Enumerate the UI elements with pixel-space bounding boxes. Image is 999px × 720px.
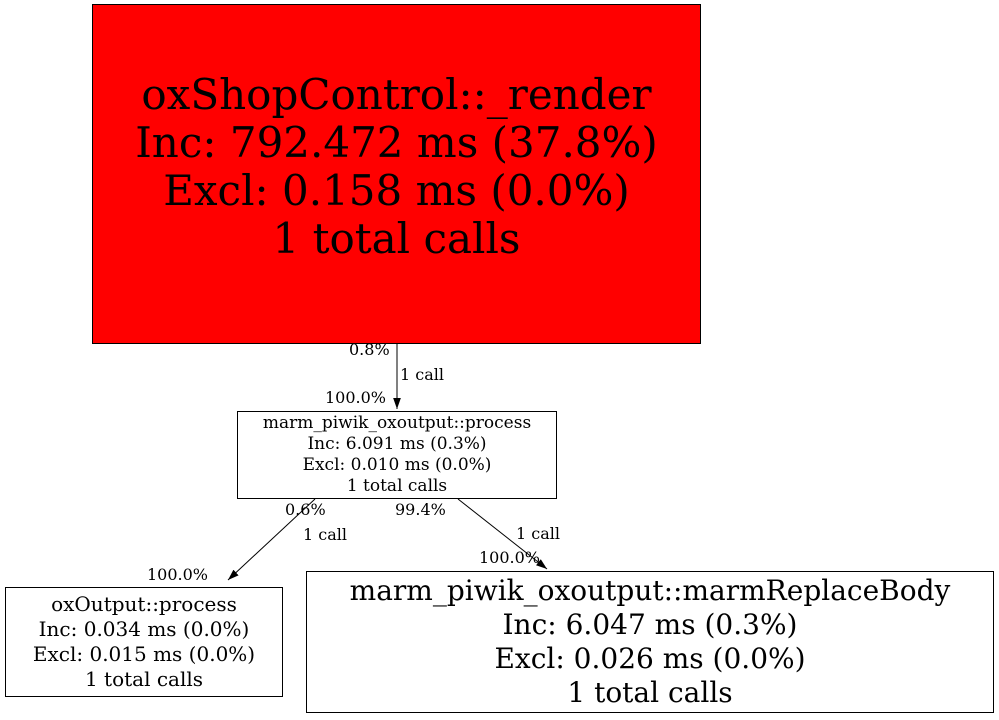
node-title: oxOutput::process [51, 592, 237, 616]
edge-label-percent: 0.8% [349, 340, 390, 359]
edge-label-head-percent: 100.0% [479, 548, 541, 567]
node-text-block: marm_piwik_oxoutput::process Inc: 6.091 … [238, 413, 556, 497]
node-total-calls: 1 total calls [346, 476, 448, 496]
node-inclusive-time: Inc: 792.472 ms (37.8%) [135, 118, 658, 167]
node-inclusive-time: Inc: 6.091 ms (0.3%) [307, 434, 487, 454]
node-text-block: marm_piwik_oxoutput::marmReplaceBody Inc… [307, 574, 993, 710]
node-inclusive-time: Inc: 0.034 ms (0.0%) [38, 617, 250, 641]
node-oxoutput-process: oxOutput::process Inc: 0.034 ms (0.0%) E… [5, 587, 283, 697]
edge-label-percent: 0.6% [285, 500, 326, 519]
node-total-calls: 1 total calls [567, 676, 733, 709]
node-total-calls: 1 total calls [272, 214, 521, 263]
node-title: marm_piwik_oxoutput::marmReplaceBody [349, 574, 951, 607]
node-marm-piwik-oxoutput-marmreplacebody: marm_piwik_oxoutput::marmReplaceBody Inc… [306, 571, 994, 713]
node-text-block: oxOutput::process Inc: 0.034 ms (0.0%) E… [6, 592, 282, 692]
edge-process-to-oxoutput [227, 498, 316, 581]
edge-label-call-count: 1 call [303, 525, 347, 544]
node-text-block: oxShopControl::_render Inc: 792.472 ms (… [93, 71, 700, 263]
edge-label-head-percent: 100.0% [147, 565, 209, 584]
node-marm-piwik-oxoutput-process: marm_piwik_oxoutput::process Inc: 6.091 … [237, 411, 557, 499]
node-exclusive-time: Excl: 0.015 ms (0.0%) [32, 642, 256, 666]
node-total-calls: 1 total calls [84, 667, 204, 691]
node-title: marm_piwik_oxoutput::process [262, 413, 532, 433]
edge-label-call-count: 1 call [400, 365, 444, 384]
node-inclusive-time: Inc: 6.047 ms (0.3%) [502, 608, 798, 641]
node-exclusive-time: Excl: 0.158 ms (0.0%) [163, 166, 630, 215]
edge-label-percent: 99.4% [395, 500, 446, 519]
edge-process-to-marmreplacebody [457, 498, 548, 570]
node-oxshopcontrol-render: oxShopControl::_render Inc: 792.472 ms (… [92, 4, 701, 344]
node-exclusive-time: Excl: 0.010 ms (0.0%) [302, 455, 492, 475]
node-exclusive-time: Excl: 0.026 ms (0.0%) [494, 642, 806, 675]
node-title: oxShopControl::_render [141, 70, 652, 119]
edge-label-call-count: 1 call [516, 524, 560, 543]
edge-label-head-percent: 100.0% [325, 388, 387, 407]
